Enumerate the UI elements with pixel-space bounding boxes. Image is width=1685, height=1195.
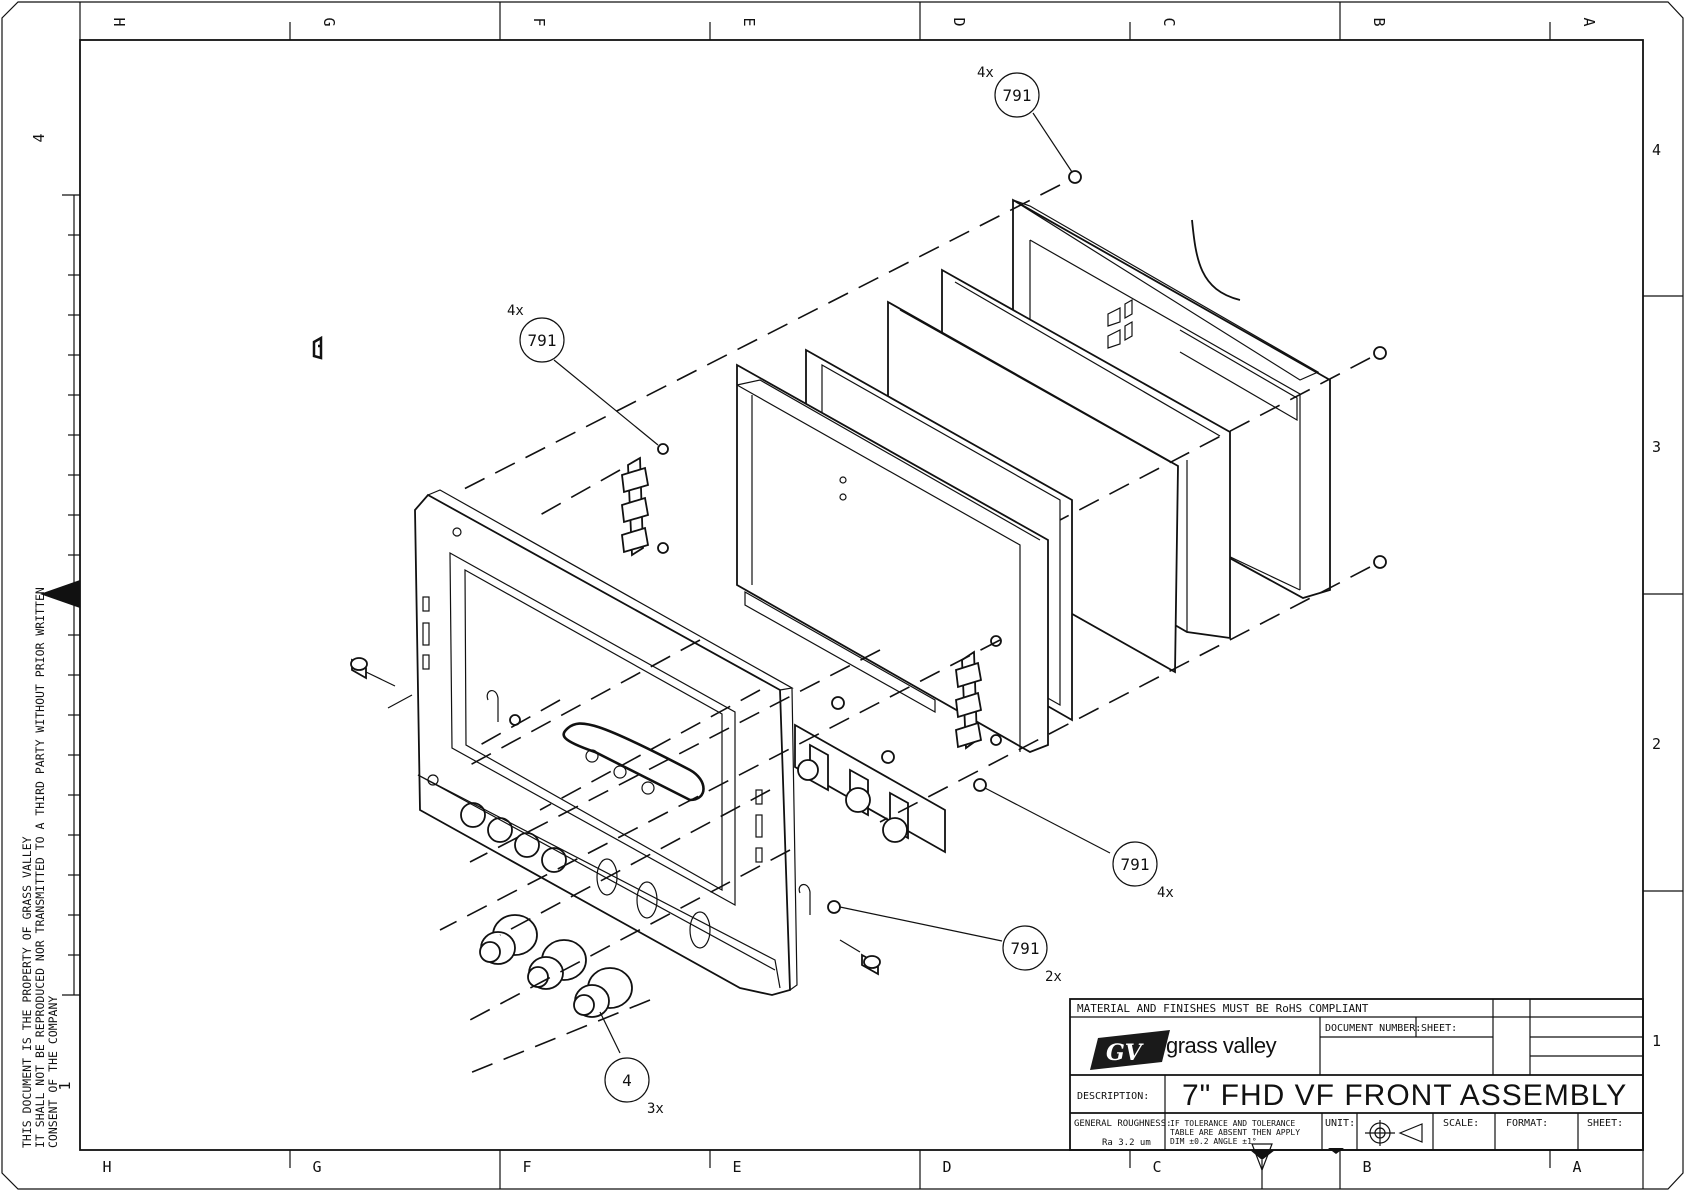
projection-symbol-icon [1365,1120,1423,1146]
svg-text:791: 791 [1003,86,1032,105]
zone-letter: B [1370,17,1388,26]
zone-letter: G [312,1158,321,1176]
logo-text: grass valley [1166,1033,1277,1058]
svg-text:4: 4 [622,1071,632,1090]
zone-letter: D [942,1158,951,1176]
callout-qty: 2x [1045,969,1062,985]
callout-4: 4 3x [604,1057,664,1117]
tolerance-note-3: DIM ±0.2 ANGLE ±1° [1170,1137,1257,1146]
zone-letters-top: H G F E D C B A [110,17,1598,26]
zone-letter: D [950,17,968,26]
sheet-label-bottom: SHEET: [1587,1118,1623,1129]
roughness-value: Ra 3.2 um [1102,1138,1151,1148]
front-bezel [414,489,798,996]
svg-text:791: 791 [1121,855,1150,874]
zone-number: 3 [1652,438,1661,456]
notice-line-2: IT SHALL NOT BE REPRODUCED NOR TRANSMITT… [33,587,47,1148]
small-mark [312,335,323,360]
zone-letter: E [740,17,758,26]
notice-line-3: CONSENT OF THE COMPANY [46,996,60,1148]
rotary-knob-2 [527,939,587,990]
property-notice: THIS DOCUMENT IS THE PROPERTY OF GRASS V… [20,587,60,1148]
zone-letter: G [320,17,338,26]
leader-lines [553,112,1111,1054]
zone-letter: B [1362,1158,1371,1176]
zone-letter: C [1160,17,1178,26]
callout-qty: 4x [977,65,994,81]
right-bracket [955,650,983,750]
logo-mark: GV [1106,1040,1144,1066]
callout-791-bottom: 791 2x [1002,925,1062,985]
zone-letter: E [732,1158,741,1176]
zone-letter: H [102,1158,111,1176]
tolerance-note-2: TABLE ARE ABSENT THEN APPLY [1170,1128,1300,1137]
zone-number-left-top: 4 [30,133,48,142]
callout-qty: 4x [507,303,524,319]
exploded-assembly [350,112,1387,1076]
document-number-label: DOCUMENT NUMBER: [1325,1023,1421,1034]
rotary-knob-3 [573,967,633,1018]
zone-number-left-bottom: 1 [56,1081,74,1090]
notice-line-1: THIS DOCUMENT IS THE PROPERTY OF GRASS V… [20,836,34,1148]
callout-qty: 3x [647,1101,664,1117]
svg-text:791: 791 [528,331,557,350]
grass-valley-logo: GV grass valley [1090,1030,1277,1070]
zone-number: 4 [1652,141,1661,159]
callout-791-left: 791 4x [507,303,565,363]
zone-letter: F [530,17,548,26]
zone-letter: H [110,17,128,26]
zone-number: 2 [1652,735,1661,753]
zone-letters-bottom: H G F E D C B A [102,1158,1581,1176]
rohs-note: MATERIAL AND FINISHES MUST BE RoHS COMPL… [1077,1002,1369,1015]
sheet-label-top: SHEET: [1421,1023,1457,1034]
screws [486,170,1387,915]
description-label: DESCRIPTION: [1077,1091,1149,1102]
left-bracket [621,456,650,557]
rotary-knob-1 [479,914,538,965]
roughness-label: GENERAL ROUGHNESS: [1074,1119,1172,1129]
format-label: FORMAT: [1506,1118,1548,1129]
control-pcb [794,723,946,854]
description: 7" FHD VF FRONT ASSEMBLY [1182,1079,1627,1112]
zone-number: 1 [1652,1032,1661,1050]
assembly-lines [365,184,1371,1076]
callout-791-right: 791 4x [1112,841,1174,901]
scale-label: SCALE: [1443,1118,1479,1129]
title-block: MATERIAL AND FINISHES MUST BE RoHS COMPL… [1069,998,1644,1151]
zone-letter: A [1580,17,1598,26]
tolerance-note-1: IF TOLERANCE AND TOLERANCE [1170,1119,1295,1128]
callout-791-top: 791 4x [977,65,1040,118]
unit-label: UNIT: [1325,1118,1355,1129]
svg-text:791: 791 [1011,939,1040,958]
zone-numbers-right: 4 3 2 1 [1652,141,1661,1050]
callout-qty: 4x [1157,885,1174,901]
zone-letter: C [1152,1158,1161,1176]
zone-letter: F [522,1158,531,1176]
zone-letter: A [1572,1158,1581,1176]
